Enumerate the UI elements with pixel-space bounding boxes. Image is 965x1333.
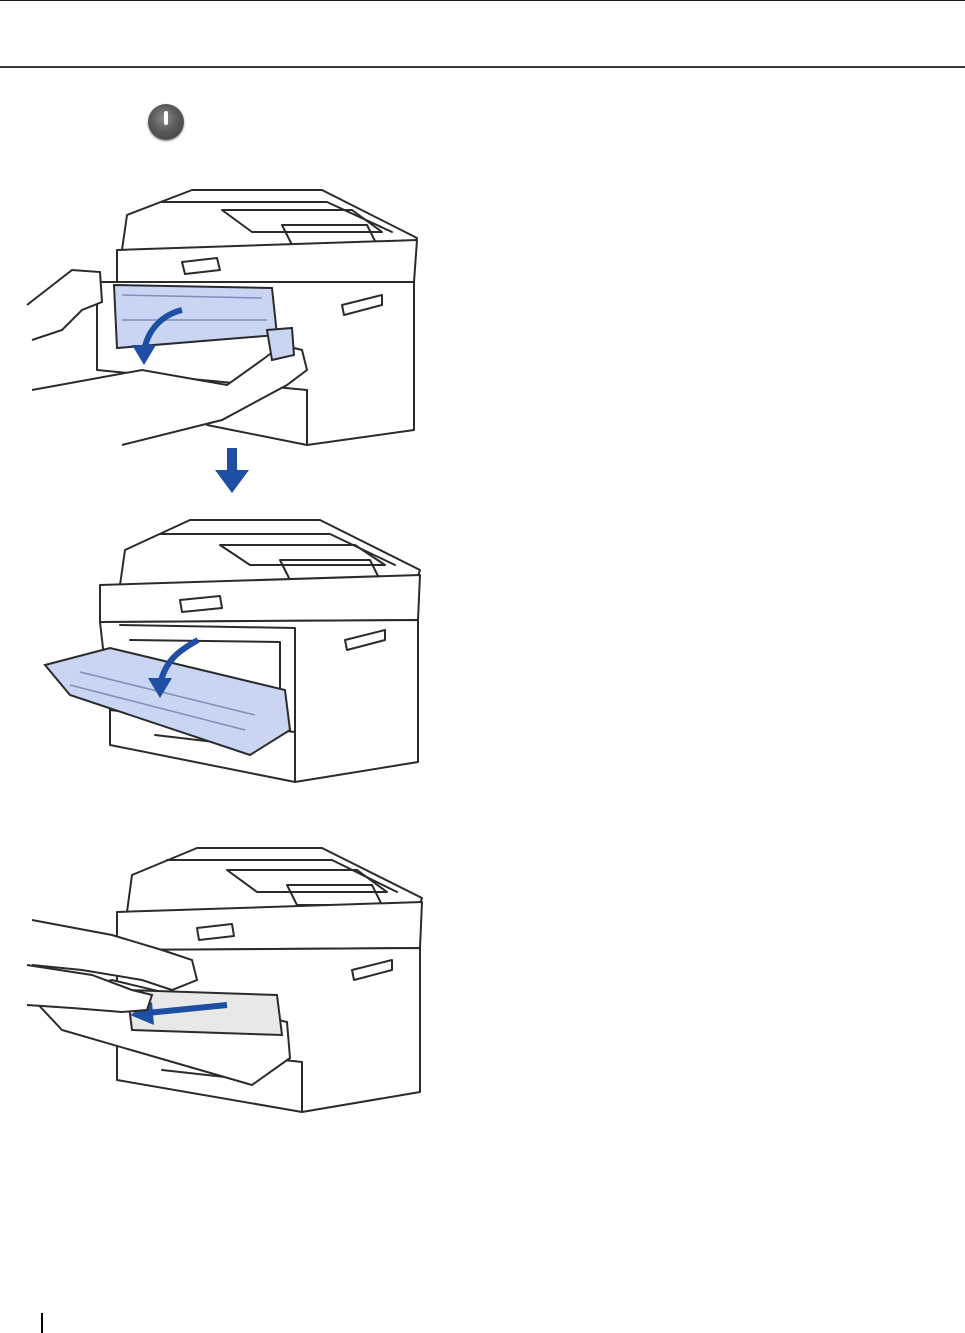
- arrow-down-icon: [212, 448, 252, 496]
- header-top-rule: [0, 0, 965, 1]
- power-indicator-mark: [164, 111, 168, 125]
- printer-remove-cartridge-illustration: [22, 830, 442, 1120]
- printer-front-cover-opened-illustration: [40, 500, 440, 790]
- page-header: [0, 0, 965, 68]
- printer-open-front-cover-illustration: [22, 170, 442, 460]
- header-bottom-rule: [0, 66, 965, 68]
- page-margin-marker: [41, 1313, 43, 1333]
- power-button-icon: [148, 104, 184, 140]
